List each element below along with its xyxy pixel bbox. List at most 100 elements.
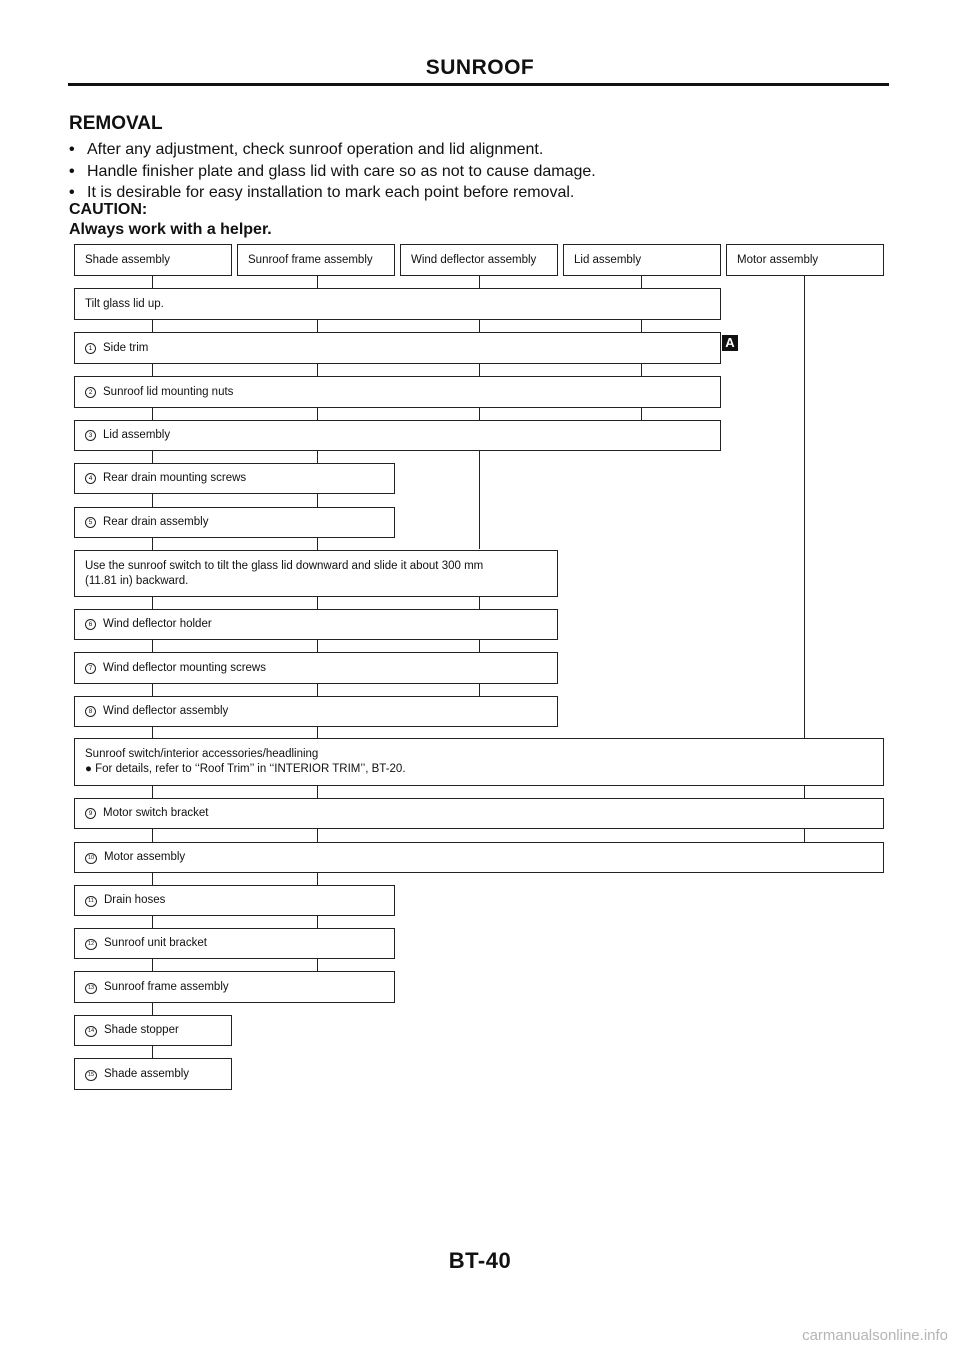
component-lid-assembly: Lid assembly	[563, 244, 721, 276]
connector-line	[641, 408, 642, 420]
step-number-icon: 12	[85, 939, 97, 950]
connector-line	[152, 916, 153, 928]
connector-line	[152, 873, 153, 885]
connector-line	[479, 408, 480, 420]
connector-line	[152, 1046, 153, 1058]
connector-line	[317, 451, 318, 463]
step-number-icon: 5	[85, 517, 96, 528]
bullet-icon: •	[69, 162, 75, 180]
connector-line	[152, 684, 153, 696]
connector-line	[317, 684, 318, 696]
bullet-icon: •	[69, 184, 75, 201]
connector-line	[479, 320, 480, 332]
connector-line	[317, 640, 318, 652]
connector-line	[804, 276, 805, 738]
bullet-item: •It is desirable for easy installation t…	[69, 182, 596, 204]
step-number-icon: 3	[85, 430, 96, 441]
step-number-icon: 11	[85, 896, 97, 907]
step-number-icon: 6	[85, 619, 96, 630]
connector-line	[317, 597, 318, 609]
connector-line	[317, 364, 318, 376]
connector-line	[152, 320, 153, 332]
bullet-item: •Handle finisher plate and glass lid wit…	[69, 161, 596, 183]
step-number-icon: 7	[85, 662, 96, 674]
header-rule	[68, 83, 889, 86]
connector-line	[479, 451, 480, 549]
connector-line	[152, 959, 153, 971]
bullet-item: •After any adjustment, check sunroof ope…	[69, 139, 596, 161]
connector-line	[479, 597, 480, 609]
step-tilt-glass-lid: Tilt glass lid up.	[74, 288, 721, 320]
step-number-icon: 1	[85, 342, 96, 354]
step-number-icon: 8	[85, 706, 96, 717]
connector-line	[152, 538, 153, 550]
connector-line	[317, 276, 318, 288]
connector-line	[479, 684, 480, 696]
connector-line	[317, 494, 318, 507]
connector-line	[479, 640, 480, 652]
bullet-list: •After any adjustment, check sunroof ope…	[69, 139, 596, 204]
connector-line	[152, 276, 153, 288]
connector-line	[152, 451, 153, 463]
caution-label: CAUTION:	[69, 201, 148, 218]
component-sunroof-frame-assembly: Sunroof frame assembly	[237, 244, 395, 276]
watermark: carmanualsonline.info	[802, 1327, 948, 1344]
component-wind-deflector-assembly: Wind deflector assembly	[400, 244, 558, 276]
connector-line	[317, 538, 318, 550]
connector-line	[641, 364, 642, 376]
step-number-icon: 4	[85, 473, 96, 484]
connector-line	[152, 597, 153, 609]
step-slide-glass-lid: Use the sunroof switch to tilt the glass…	[74, 550, 558, 597]
connector-line	[317, 727, 318, 738]
component-shade-assembly: Shade assembly	[74, 244, 232, 276]
connector-line	[641, 276, 642, 288]
connector-line	[317, 916, 318, 928]
step-number-icon: 14	[85, 1026, 97, 1037]
connector-line	[804, 786, 805, 798]
connector-line	[152, 786, 153, 798]
connector-line	[317, 873, 318, 885]
page-header-title: SUNROOF	[425, 56, 535, 79]
connector-line	[152, 408, 153, 420]
connector-line	[479, 276, 480, 288]
step-number-icon: 13	[85, 982, 97, 994]
connector-line	[317, 786, 318, 798]
connector-line	[804, 829, 805, 842]
connector-line	[317, 959, 318, 971]
connector-line	[152, 1003, 153, 1015]
caution-text: Always work with a helper.	[69, 221, 272, 238]
connector-line	[152, 829, 153, 842]
connector-line	[317, 408, 318, 420]
connector-line	[317, 829, 318, 842]
step-number-icon: 9	[85, 808, 96, 819]
component-motor-assembly: Motor assembly	[726, 244, 884, 276]
connector-line	[152, 727, 153, 738]
step-number-icon: 15	[85, 1069, 97, 1081]
caution-note: CAUTION: Always work with a helper.	[69, 200, 272, 240]
bullet-icon: •	[69, 141, 75, 158]
step-headlining: Sunroof switch/interior accessories/head…	[74, 738, 884, 786]
connector-line	[317, 320, 318, 332]
connector-line	[479, 364, 480, 376]
page-footer-code: BT-40	[448, 1248, 512, 1273]
section-heading: REMOVAL	[69, 113, 163, 134]
connector-line	[152, 364, 153, 376]
step-number-icon: 2	[85, 386, 96, 398]
connector-line	[152, 640, 153, 652]
step-number-icon: 10	[85, 853, 97, 864]
